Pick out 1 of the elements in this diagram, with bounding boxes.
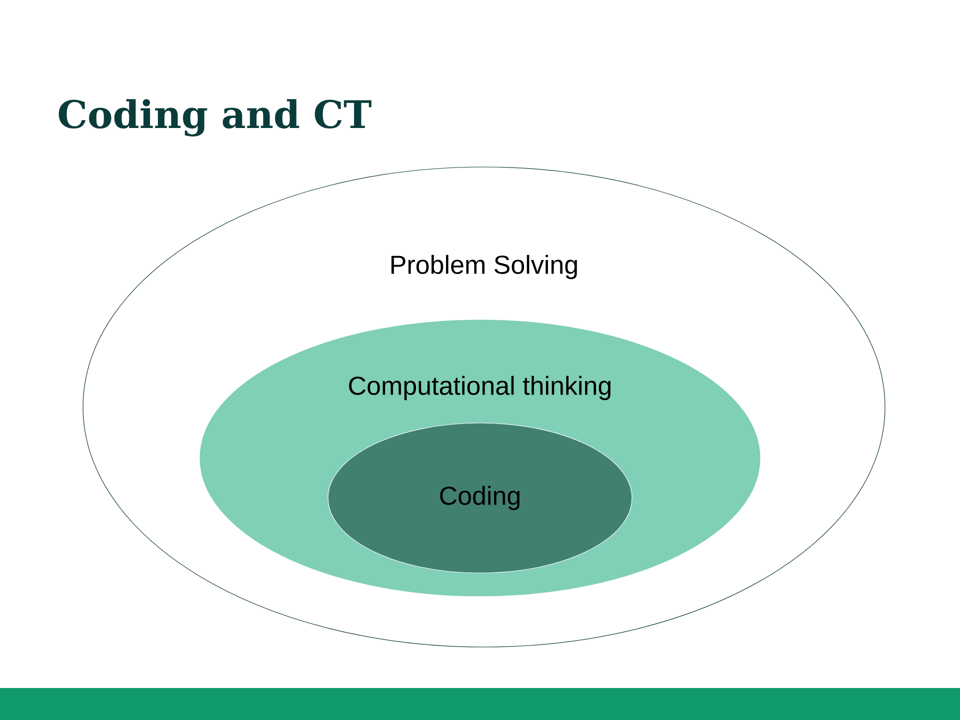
slide-title: Coding and CT	[58, 99, 372, 136]
